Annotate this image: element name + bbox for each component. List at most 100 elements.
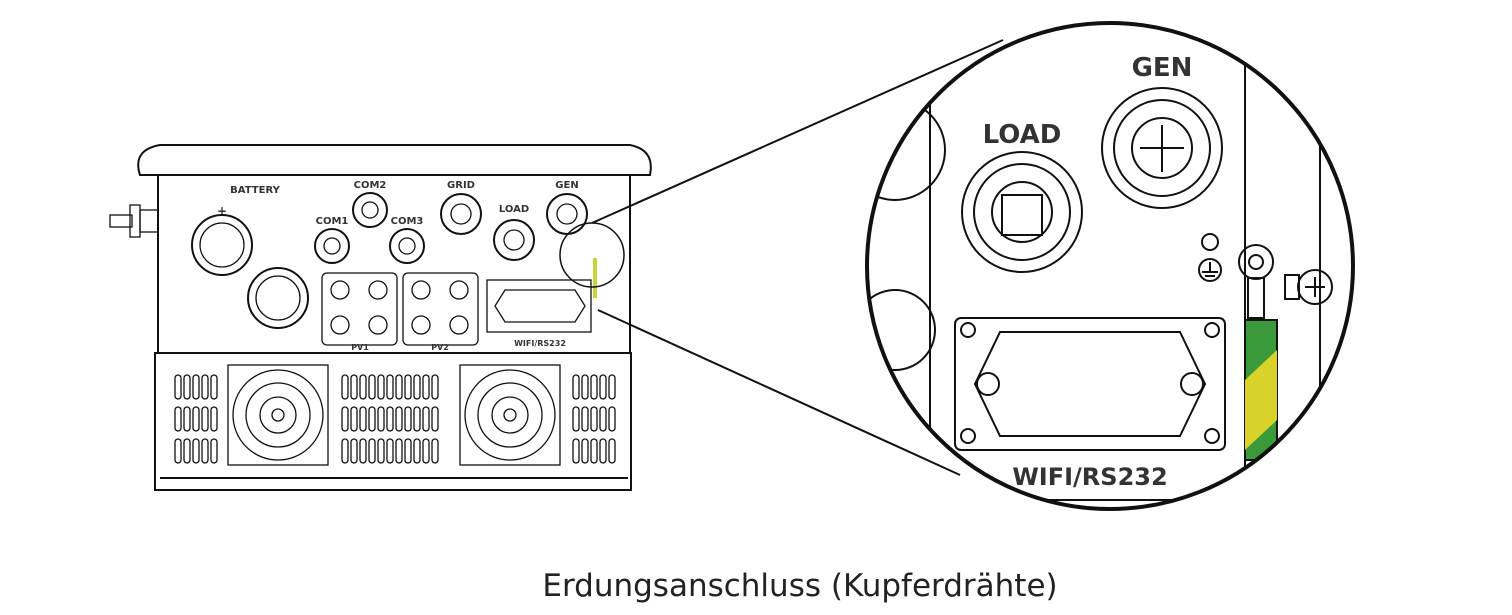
vent-slot: [431, 438, 439, 464]
vent-slot: [413, 374, 421, 400]
vent-slot: [359, 438, 367, 464]
label-plus: +: [217, 204, 227, 218]
label-com3: COM3: [391, 216, 424, 227]
vent-slot: [422, 438, 430, 464]
label-pv1: PV1: [351, 343, 369, 352]
vent-slot: [581, 406, 589, 432]
label-gen: GEN: [555, 180, 578, 191]
vent-slot: [431, 374, 439, 400]
vent-slot: [341, 374, 349, 400]
ground-wire-small: [593, 258, 597, 298]
vent-slot: [404, 374, 412, 400]
vent-slot: [192, 374, 200, 400]
vent-slot: [590, 438, 598, 464]
vent-slot: [368, 438, 376, 464]
vent-slot: [201, 406, 209, 432]
vent-slot: [590, 406, 598, 432]
vent-slot: [422, 406, 430, 432]
label-battery: BATTERY: [230, 185, 280, 196]
ground-terminal-ring: [1238, 244, 1274, 319]
vent-slots: [174, 374, 616, 464]
load-port: [493, 219, 535, 261]
fan-left-icon: [227, 364, 329, 466]
pv2-group: [402, 272, 479, 346]
vent-slot: [174, 406, 182, 432]
zoom-label-gen: GEN: [1132, 53, 1193, 83]
vent-slot: [210, 438, 218, 464]
vent-slot: [341, 438, 349, 464]
zoom-connector-bottom: [597, 309, 961, 476]
vent-slot: [572, 374, 580, 400]
zoom-label-wifi: WIFI/RS232: [1012, 463, 1167, 491]
caption: Erdungsanschluss (Kupferdrähte): [542, 568, 1058, 604]
label-pv2: PV2: [431, 343, 449, 352]
com3-port: [389, 228, 425, 264]
vent-slot: [183, 406, 191, 432]
zoom-source-circle: [559, 222, 625, 288]
vent-slot: [368, 374, 376, 400]
com1-port: [314, 228, 350, 264]
vent-slot: [350, 406, 358, 432]
vent-slot: [581, 374, 589, 400]
vent-slot: [608, 406, 616, 432]
zoom-gen-port: [1101, 87, 1223, 209]
battery-plus-port: [191, 214, 253, 276]
vent-slot: [201, 438, 209, 464]
label-grid: GRID: [447, 180, 475, 191]
vent-slot: [590, 374, 598, 400]
vent-slot: [183, 374, 191, 400]
vent-slot: [183, 438, 191, 464]
vent-slot: [422, 374, 430, 400]
vent-slot: [599, 374, 607, 400]
zoom-label-load: LOAD: [983, 120, 1062, 150]
vent-slot: [386, 406, 394, 432]
vent-slot: [201, 374, 209, 400]
vent-slot: [413, 406, 421, 432]
vent-slot: [350, 438, 358, 464]
vent-slot: [431, 406, 439, 432]
inverter: BATTERY + − COM2 COM1 COM3 GRID LOAD GEN…: [109, 144, 652, 491]
vent-slot: [368, 406, 376, 432]
battery-minus-port: [247, 267, 309, 329]
vent-slot: [350, 374, 358, 400]
label-com1: COM1: [316, 216, 349, 227]
vent-slot: [192, 438, 200, 464]
dc-switch-icon: [109, 204, 159, 238]
vent-slot: [359, 406, 367, 432]
gen-port: [546, 193, 588, 235]
zoom-wifi-cover: [954, 317, 1226, 451]
vent-slot: [404, 438, 412, 464]
com2-port: [352, 192, 388, 228]
wifi-port-cover: [486, 279, 592, 333]
fan-right-icon: [459, 364, 561, 466]
vent-slot: [386, 438, 394, 464]
label-wifi: WIFI/RS232: [514, 339, 566, 348]
vent-slot: [377, 438, 385, 464]
zoom-connector-top: [591, 39, 1004, 224]
vent-slot: [377, 406, 385, 432]
vent-slot: [395, 438, 403, 464]
vent-slot: [572, 406, 580, 432]
pv1-group: [321, 272, 398, 346]
vent-slot: [581, 438, 589, 464]
vent-slot: [572, 438, 580, 464]
grid-port: [440, 193, 482, 235]
vent-slot: [413, 438, 421, 464]
vent-slot: [404, 406, 412, 432]
ground-symbol-icon: [1198, 233, 1222, 282]
vent-slot: [395, 374, 403, 400]
vent-slot: [210, 374, 218, 400]
vent-slot: [341, 406, 349, 432]
label-load: LOAD: [499, 204, 529, 215]
vent-slot: [359, 374, 367, 400]
vent-slot: [174, 374, 182, 400]
zoom-load-port: [961, 151, 1083, 273]
vent-slot: [599, 406, 607, 432]
zoom-circle: [865, 21, 1355, 511]
ground-screw-icon: [1284, 269, 1333, 305]
label-com2: COM2: [354, 180, 387, 191]
vent-slot: [386, 374, 394, 400]
vent-slot: [395, 406, 403, 432]
vent-slot: [599, 438, 607, 464]
